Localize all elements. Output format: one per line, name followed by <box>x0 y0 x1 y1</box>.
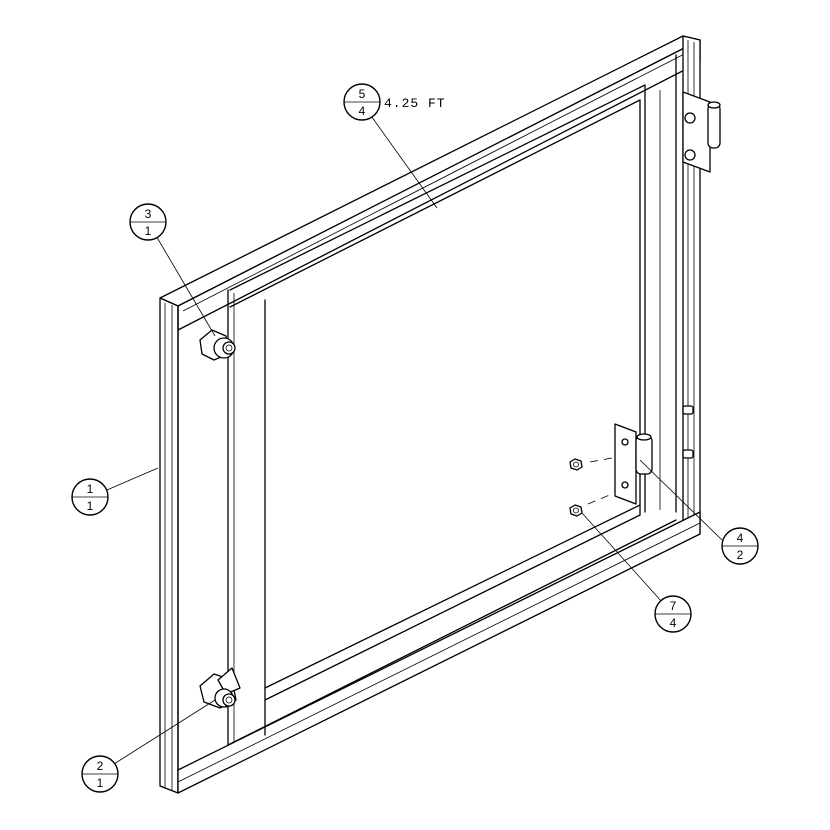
balloon-7-4: 7 4 <box>654 595 692 633</box>
upper-latch <box>199 329 236 361</box>
hinge-bolt-icon <box>684 149 696 161</box>
hinge-bolt-icon <box>684 112 696 124</box>
nuts <box>569 458 583 517</box>
lower-hinge <box>587 423 653 505</box>
left-stile <box>159 297 179 794</box>
hinge-hole-icon <box>621 481 629 489</box>
balloon-qty: 1 <box>87 499 94 513</box>
length-note: 4.25 FT <box>384 96 446 111</box>
balloon-qty: 1 <box>145 224 152 238</box>
balloon-item: 5 <box>359 87 366 101</box>
balloon-2-1: 2 1 <box>81 755 119 793</box>
balloon-qty: 1 <box>97 776 104 790</box>
balloon-qty: 2 <box>737 548 744 562</box>
leader-lines <box>106 112 723 765</box>
pins <box>682 405 694 459</box>
balloon-4-2: 4 2 <box>721 527 759 565</box>
balloon-item: 7 <box>670 599 677 613</box>
inner-left-upright <box>227 289 266 746</box>
balloon-item: 2 <box>97 759 104 773</box>
top-rail <box>159 35 701 331</box>
balloon-item: 1 <box>87 482 94 496</box>
balloon-qty: 4 <box>359 104 366 118</box>
hinge-hole-icon <box>621 438 629 446</box>
balloon-1-1: 1 1 <box>71 478 109 516</box>
balloon-qty: 4 <box>670 616 677 630</box>
lower-latch <box>199 667 241 709</box>
balloon-5-4: 5 4 <box>343 83 381 121</box>
balloon-3-1: 3 1 <box>129 203 167 241</box>
bottom-rail <box>177 504 701 794</box>
top-hinge <box>682 91 721 173</box>
balloon-item: 4 <box>737 531 744 545</box>
balloon-item: 3 <box>145 207 152 221</box>
